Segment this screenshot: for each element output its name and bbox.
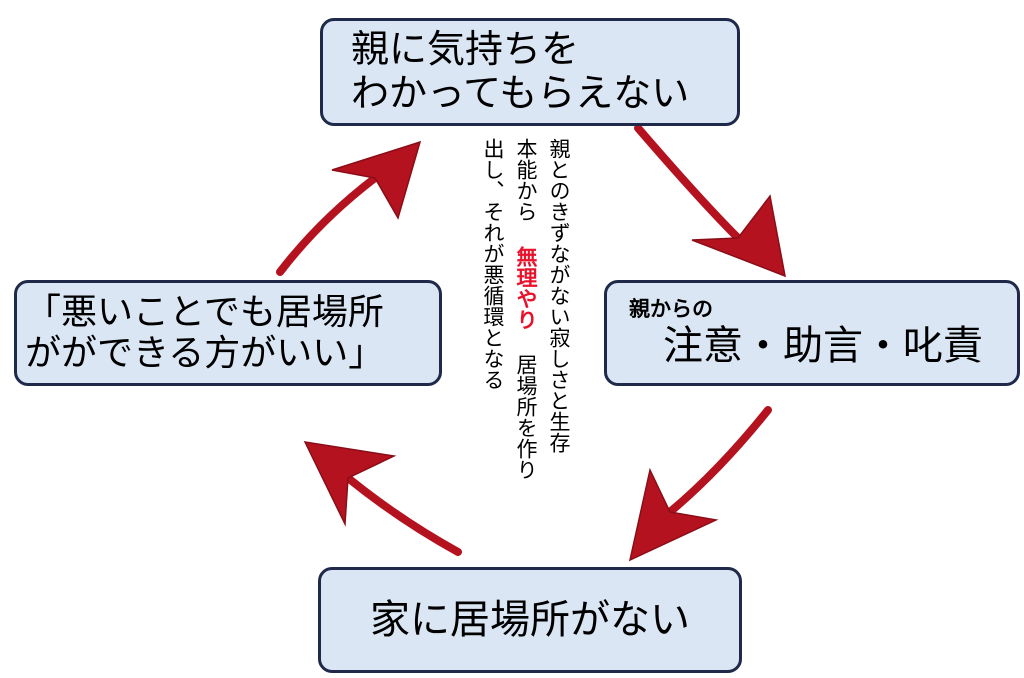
node-right-small-label: 親からの bbox=[629, 296, 713, 321]
node-right-main-label: 注意・助言・叱責 bbox=[663, 323, 983, 370]
node-top-line2: わかってもらえない bbox=[351, 71, 690, 115]
arrow-bottom-to-left bbox=[303, 441, 462, 556]
arrow-top-to-right bbox=[634, 124, 786, 278]
arrow-right-to-bottom bbox=[628, 406, 772, 562]
node-right: 親からの 注意・助言・叱責 bbox=[604, 280, 1020, 386]
center-text-column-3: 出し、それが悪循環となる bbox=[481, 138, 505, 390]
arrow-left-to-top bbox=[276, 140, 422, 276]
node-bottom-label: 家に居場所がない bbox=[370, 597, 690, 643]
center-text-col1: 親とのきずながない寂しさと生存 bbox=[547, 138, 571, 453]
center-text-col2-emphasis: 無理やり bbox=[514, 246, 538, 330]
center-text-col3: 出し、それが悪循環となる bbox=[481, 138, 505, 390]
node-left-line1: 「悪いことでも居場所 bbox=[25, 291, 384, 333]
center-text-col2-a: 本能から bbox=[514, 138, 538, 222]
center-text-column-2: 本能から 無理やり 居場所を作り bbox=[514, 138, 538, 480]
node-left-line2: がができる方がいい」 bbox=[25, 333, 385, 374]
center-text-col2-b: 居場所を作り bbox=[514, 354, 538, 480]
node-bottom: 家に居場所がない bbox=[318, 567, 742, 673]
node-left: 「悪いことでも居場所 がができる方がいい」 bbox=[14, 280, 442, 386]
node-top-line1: 親に気持ちを bbox=[351, 27, 580, 72]
center-text-column-1: 親とのきずながない寂しさと生存 bbox=[547, 138, 571, 453]
node-top: 親に気持ちを わかってもらえない bbox=[320, 18, 740, 126]
